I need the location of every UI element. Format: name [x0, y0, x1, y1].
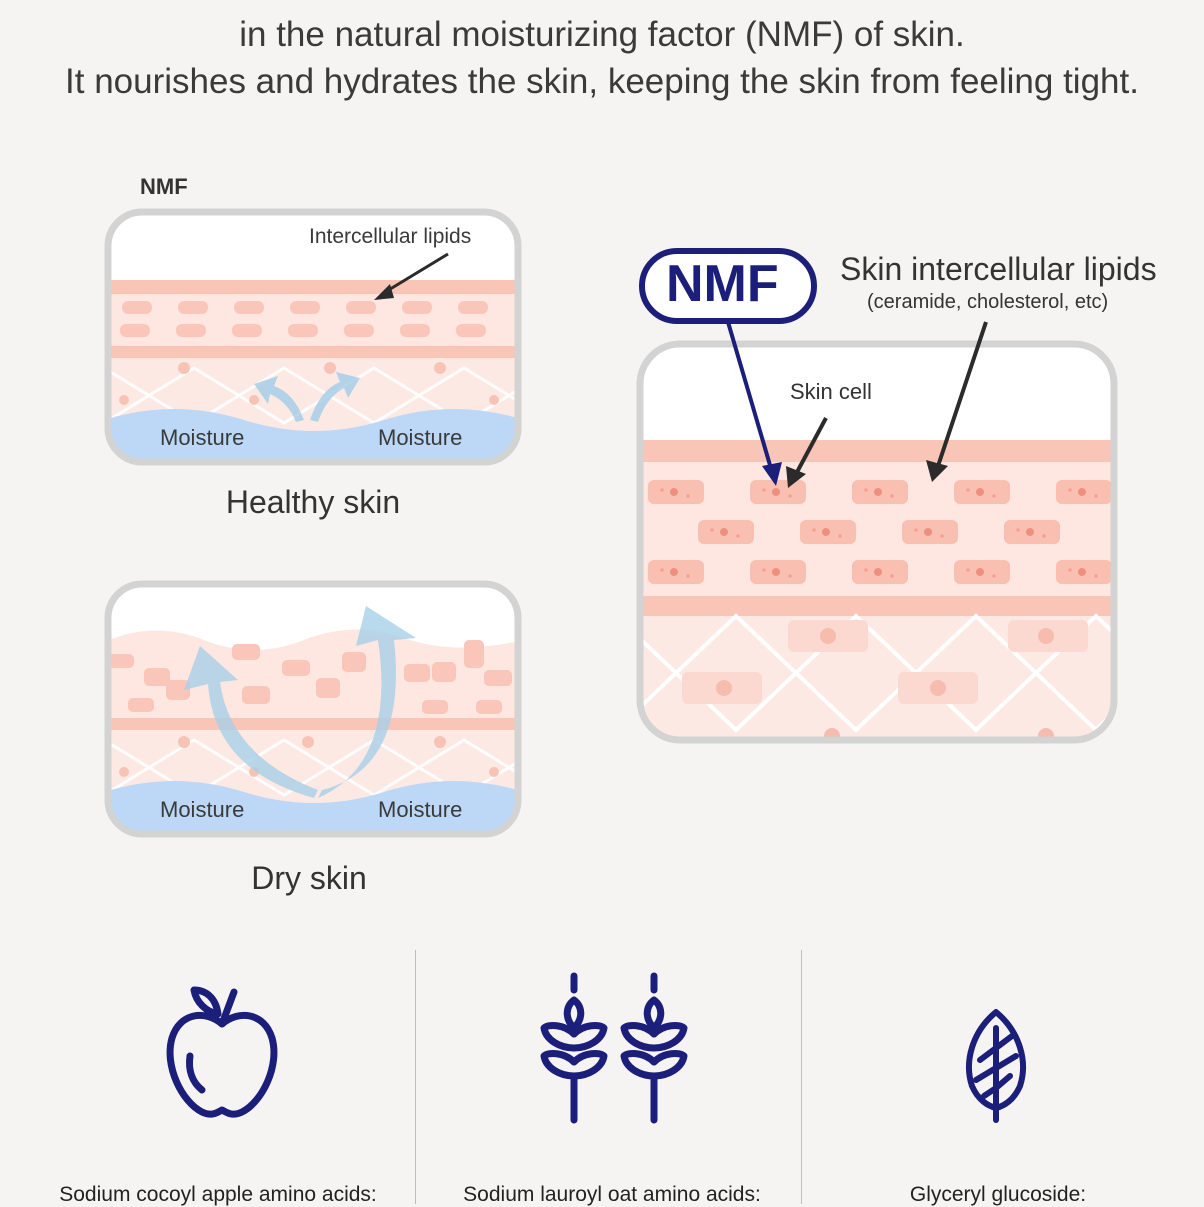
intro-line-2: It nourishes and hydrates the skin, keep…	[65, 62, 1139, 101]
intercellular-lipids-label: Intercellular lipids	[309, 225, 472, 248]
ingredient-label: Glyceryl glucoside:	[909, 1183, 1087, 1206]
lipids-subtitle: (ceramide, cholesterol, etc)	[867, 291, 1109, 313]
dry-skin-diagram: Moisture Moisture	[104, 580, 522, 838]
detail-pointer-arrows	[639, 248, 988, 488]
moisture-label-left: Moisture	[160, 425, 245, 450]
ingredient-label: Sodium cocoyl apple amino acids:	[59, 1183, 377, 1206]
skin-cell-label: Skin cell	[790, 379, 872, 404]
moisture-label-left: Moisture	[160, 797, 245, 822]
healthy-skin-diagram: Intercellular lipids Moisture Moisture	[104, 208, 522, 466]
wheat-icon	[540, 972, 688, 1124]
healthy-skin-caption: Healthy skin	[225, 484, 401, 520]
leaf-icon	[966, 1009, 1026, 1123]
moisture-label-right: Moisture	[378, 797, 463, 822]
apple-icon	[166, 986, 278, 1118]
dry-skin-caption: Dry skin	[251, 860, 367, 896]
moisture-label-right: Moisture	[378, 425, 463, 450]
skin-structure-diagram	[636, 340, 1118, 744]
column-divider	[415, 950, 416, 1204]
nmf-heading: NMF	[140, 174, 188, 199]
nmf-badge: NMF	[666, 255, 779, 313]
lipids-title: Skin intercellular lipids	[840, 251, 1157, 287]
column-divider	[801, 950, 802, 1204]
intro-line-1: in the natural moisturizing factor (NMF)…	[239, 15, 965, 54]
ingredient-label: Sodium lauroyl oat amino acids:	[463, 1183, 761, 1206]
